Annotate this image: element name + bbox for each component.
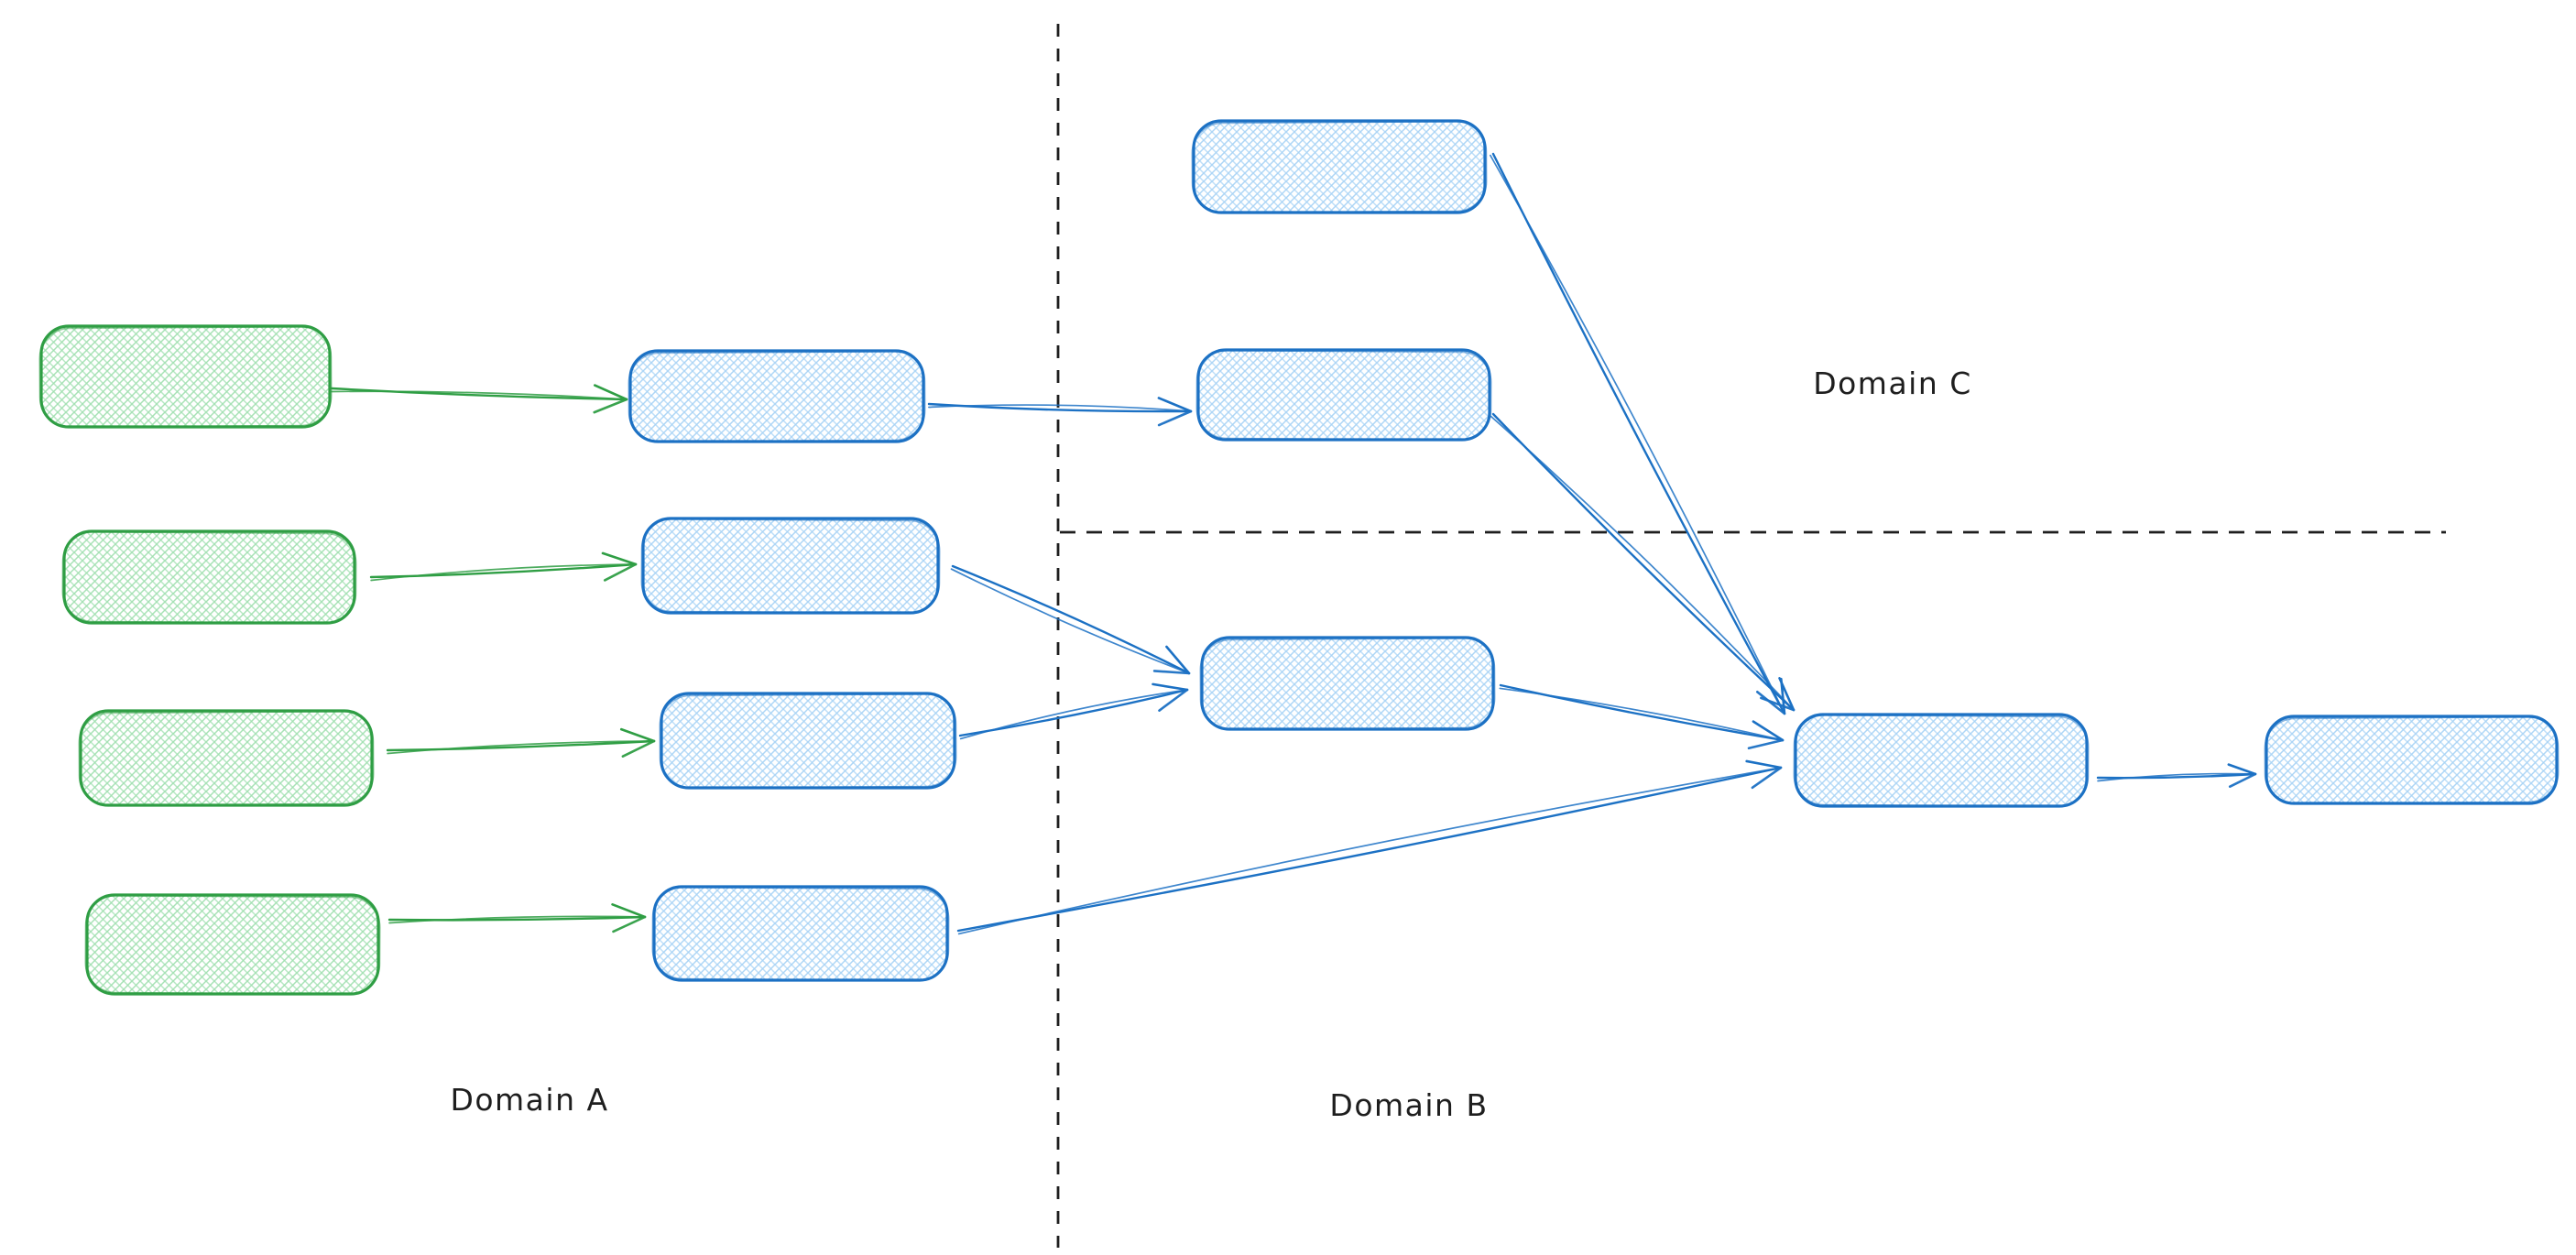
- node-blue-c-2[interactable]: [1195, 348, 1492, 442]
- label-domain-b[interactable]: Domain B: [1329, 1087, 1488, 1123]
- node-sketch-outline: [651, 886, 950, 982]
- arrowhead-stroke: [1157, 397, 1193, 413]
- node-blue-a-2[interactable]: [640, 517, 941, 615]
- arrow-blue-b-1-to-blue-b-agg[interactable]: [1499, 683, 1785, 750]
- node-sketch-outline: [640, 518, 941, 615]
- arrow-blue-a-3-to-blue-b-1[interactable]: [958, 682, 1189, 740]
- node-sketch-outline: [84, 894, 381, 996]
- node-sketch-outline: [78, 710, 375, 807]
- arrow-green-source-4-to-blue-a-4[interactable]: [387, 903, 647, 933]
- node-blue-a-4[interactable]: [651, 885, 950, 982]
- arrowhead-stroke: [1752, 720, 1785, 742]
- node-blue-a-3[interactable]: [659, 692, 957, 790]
- arrow-green-source-1-to-blue-a-1[interactable]: [330, 384, 628, 414]
- node-sketch-outline: [61, 530, 357, 625]
- arrow-line-sketch: [388, 915, 646, 924]
- arrow-line: [956, 766, 1783, 933]
- node-blue-a-1[interactable]: [628, 349, 926, 443]
- arrow-blue-a-4-to-blue-b-agg[interactable]: [956, 759, 1783, 935]
- node-shape-green-source-3[interactable]: [79, 709, 374, 807]
- arrow-blue-a-1-to-blue-c-2[interactable]: [927, 397, 1193, 427]
- arrow-line-sketch: [387, 740, 655, 755]
- arrowhead-stroke: [593, 384, 628, 401]
- arrowhead-stroke: [1745, 759, 1783, 769]
- arrow-line-sketch: [2097, 772, 2256, 782]
- arrowhead-stroke: [621, 739, 656, 758]
- arrow-line-sketch: [331, 390, 628, 400]
- node-blue-b-agg[interactable]: [1793, 713, 2090, 808]
- arrow-line-sketch: [1499, 687, 1784, 741]
- arrow-blue-b-agg-to-blue-b-out[interactable]: [2096, 763, 2257, 788]
- label-domain-a[interactable]: Domain A: [450, 1082, 608, 1118]
- arrow-blue-c-1-to-blue-b-agg[interactable]: [1490, 152, 1786, 715]
- node-sketch-outline: [1793, 714, 2090, 808]
- arrow-line: [330, 387, 628, 401]
- arrow-line-sketch: [1490, 415, 1795, 711]
- arrow-green-source-3-to-blue-a-3[interactable]: [386, 727, 656, 758]
- arrow-line-sketch: [950, 568, 1190, 674]
- label-domain-c[interactable]: Domain C: [1813, 366, 1972, 401]
- node-shape-blue-a-2[interactable]: [641, 517, 940, 615]
- node-blue-b-out[interactable]: [2264, 715, 2560, 805]
- arrow-blue-c-2-to-blue-b-agg[interactable]: [1490, 412, 1796, 712]
- arrow-blue-a-2-to-blue-b-1[interactable]: [950, 564, 1191, 675]
- node-shape-blue-a-3[interactable]: [660, 692, 956, 790]
- arrow-line: [1491, 152, 1786, 715]
- arrowhead-stroke: [593, 398, 628, 414]
- node-sketch-outline: [2264, 715, 2560, 805]
- node-shape-blue-b-1[interactable]: [1200, 636, 1495, 731]
- node-blue-b-1[interactable]: [1199, 636, 1496, 731]
- node-sketch-outline: [628, 350, 926, 443]
- arrowhead-stroke: [2228, 772, 2257, 788]
- arrowhead-stroke: [1760, 696, 1796, 712]
- node-sketch-outline: [38, 325, 333, 429]
- node-sketch-outline: [1199, 637, 1496, 731]
- arrow-line: [386, 739, 656, 752]
- arrowhead-stroke: [1152, 682, 1189, 692]
- arrow-line: [951, 564, 1191, 675]
- node-shape-blue-c-1[interactable]: [1192, 119, 1487, 214]
- arrowhead-stroke: [619, 727, 656, 743]
- node-sketch-outline: [659, 693, 957, 790]
- arrow-line-sketch: [928, 404, 1192, 412]
- arrowhead-stroke: [1751, 766, 1783, 790]
- node-shape-green-source-2[interactable]: [62, 529, 356, 625]
- arrowhead-stroke: [601, 551, 638, 566]
- arrowhead-stroke: [611, 903, 647, 919]
- arrow-line-sketch: [959, 689, 1188, 740]
- arrowhead-stroke: [612, 915, 647, 933]
- arrowhead-stroke: [1747, 738, 1785, 750]
- node-shape-green-source-1[interactable]: [39, 324, 332, 429]
- arrow-line: [2096, 772, 2257, 780]
- arrow-line-sketch: [1490, 154, 1785, 715]
- arrowhead-stroke: [1165, 645, 1191, 675]
- arrowhead-stroke: [2227, 763, 2257, 776]
- arrowhead-stroke: [1778, 676, 1796, 712]
- node-blue-c-1[interactable]: [1191, 119, 1488, 214]
- node-shape-blue-b-agg[interactable]: [1794, 713, 2089, 808]
- node-shape-blue-c-2[interactable]: [1196, 348, 1491, 442]
- node-shape-blue-a-4[interactable]: [652, 885, 949, 982]
- arrowhead-stroke: [1152, 670, 1191, 675]
- arrowhead-stroke: [603, 562, 638, 582]
- node-green-source-1[interactable]: [38, 324, 333, 429]
- arrowhead-stroke: [1158, 688, 1189, 712]
- arrowhead-stroke: [1157, 409, 1193, 427]
- node-green-source-2[interactable]: [61, 529, 357, 625]
- node-green-source-3[interactable]: [78, 709, 375, 807]
- node-shape-blue-a-1[interactable]: [628, 349, 925, 443]
- node-shape-blue-b-out[interactable]: [2265, 715, 2559, 805]
- arrow-line-sketch: [957, 767, 1782, 935]
- arrow-line: [387, 915, 647, 922]
- node-sketch-outline: [1191, 120, 1488, 214]
- arrow-line-sketch: [370, 563, 637, 582]
- node-sketch-outline: [1195, 349, 1492, 442]
- node-shape-green-source-4[interactable]: [85, 893, 380, 996]
- arrow-green-source-2-to-blue-a-2[interactable]: [369, 551, 638, 582]
- node-green-source-4[interactable]: [84, 893, 381, 996]
